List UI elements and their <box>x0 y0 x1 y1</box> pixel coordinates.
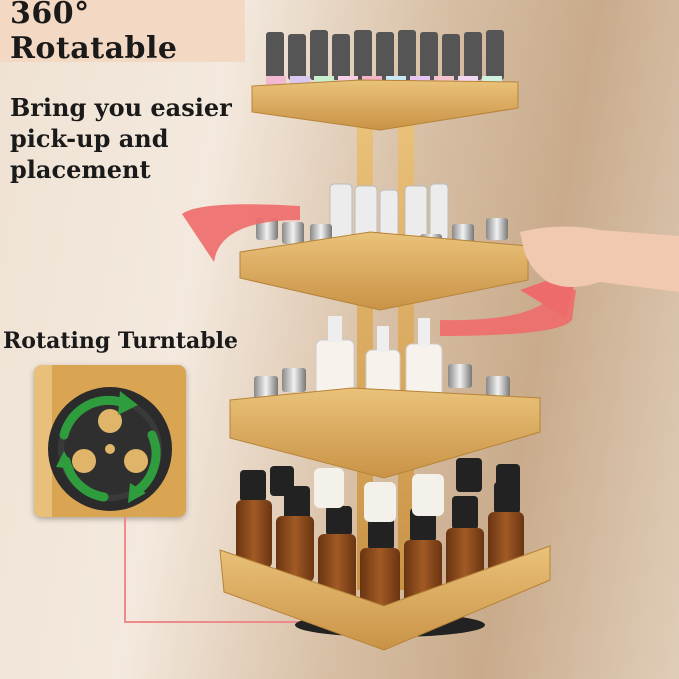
tier-1-nail-polish <box>251 30 519 131</box>
turntable-bearing-icon <box>34 365 186 517</box>
tier-2-bottles <box>239 183 529 311</box>
subtitle-line-2: pick-up and placement <box>10 124 169 184</box>
title-badge: 360° Rotatable <box>0 0 245 66</box>
subtitle: Bring you easier pick-up and placement <box>10 92 310 185</box>
page-title: 360° Rotatable <box>10 0 178 66</box>
tier-4-amber-bottles <box>219 458 551 651</box>
callout-connector-line <box>124 517 304 623</box>
turntable-label: Rotating Turntable <box>3 328 239 354</box>
turntable-inset-image <box>34 365 186 517</box>
subtitle-line-1: Bring you easier <box>10 93 232 122</box>
tier-3-bottles <box>229 316 541 479</box>
hand-image <box>520 226 679 292</box>
